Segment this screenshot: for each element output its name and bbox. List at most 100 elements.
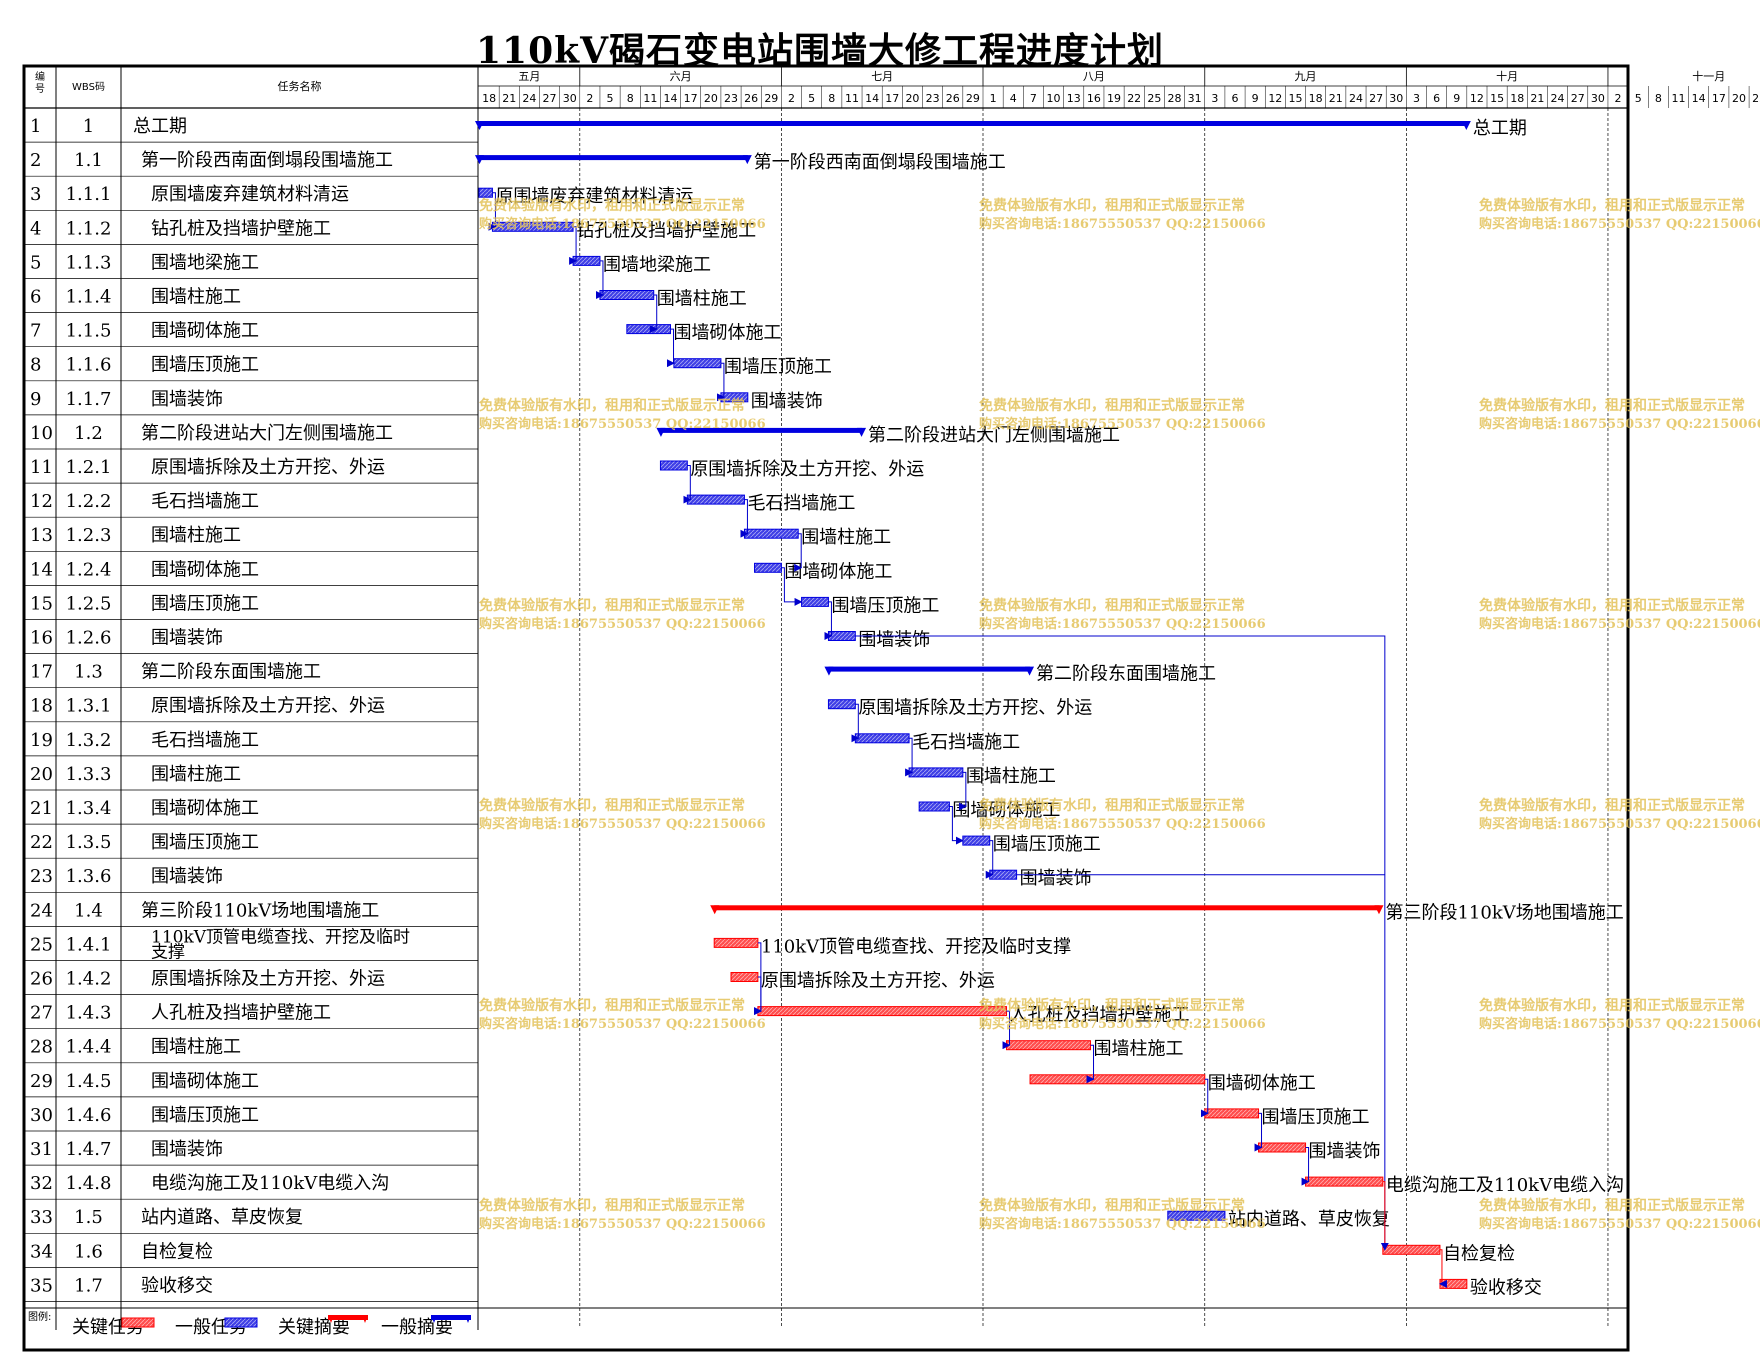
row-id: 33 (30, 1207, 53, 1228)
bar-label: 围墙地梁施工 (603, 254, 711, 275)
day-label: 20 (1732, 92, 1746, 105)
bar-label: 第二阶段东面围墙施工 (1036, 664, 1216, 685)
day-label: 8 (1655, 92, 1662, 105)
row-wbs: 1.4.5 (66, 1071, 112, 1092)
dependency-link (988, 840, 997, 876)
task-bar (757, 1006, 1008, 1017)
row-task-name: 围墙压顶施工 (151, 832, 259, 853)
bar-label: 原围墙废弃建筑材料清运 (495, 186, 693, 207)
legend-swatch-tip (328, 1315, 368, 1323)
day-label: 20 (905, 92, 919, 105)
day-label: 13 (1067, 92, 1081, 105)
row-wbs: 1.3.1 (66, 696, 112, 717)
row-task-name: 围墙砌体施工 (151, 321, 259, 342)
task-bar (673, 358, 722, 369)
day-label: 30 (1389, 92, 1403, 105)
row-wbs: 1.3.5 (66, 832, 112, 853)
day-label: 31 (1188, 92, 1202, 105)
day-label: 18 (1510, 92, 1524, 105)
bar-label: 围墙装饰 (751, 391, 823, 412)
row-task-name: 第二阶段进站大门左侧围墙施工 (141, 423, 393, 444)
row-wbs: 1.4.2 (66, 969, 112, 990)
row-id: 21 (30, 798, 53, 819)
month-label-0: 五月 (518, 70, 540, 83)
dependency-link (686, 465, 695, 501)
day-label: 17 (684, 92, 698, 105)
row-id: 22 (30, 832, 53, 853)
task-bar (713, 937, 759, 948)
row-task-name-cont: 支撑 (151, 942, 185, 962)
watermark-line1: 免费体验版有水印，租用和正式版显示正常 (1479, 997, 1745, 1014)
watermark-line1: 免费体验版有水印，租用和正式版显示正常 (479, 997, 745, 1014)
watermark-line2: 购买咨询电话:18675550537 QQ:22150066 (1479, 416, 1760, 432)
day-label: 24 (522, 92, 536, 105)
row-id: 13 (30, 525, 53, 546)
row-wbs: 1.2.1 (66, 457, 112, 478)
row-id: 20 (30, 764, 53, 785)
watermark-line1: 免费体验版有水印，租用和正式版显示正常 (1479, 397, 1745, 414)
day-label: 25 (1147, 92, 1161, 105)
dependency-link (598, 260, 607, 296)
day-label: 14 (1692, 92, 1706, 105)
bar-label: 围墙柱施工 (801, 527, 891, 548)
day-label: 8 (828, 92, 835, 105)
task-bar (827, 699, 856, 710)
task-bar (1258, 1142, 1307, 1153)
bar-label: 第一阶段西南面倒塌段围墙施工 (754, 152, 1006, 173)
day-label: 8 (627, 92, 634, 105)
header-id-2: 号 (35, 83, 45, 95)
row-wbs: 1.1.4 (66, 287, 112, 308)
dependency-link (572, 226, 581, 262)
row-task-name: 毛石挡墙施工 (151, 730, 259, 751)
task-bar (626, 324, 672, 335)
day-label: 2 (788, 92, 795, 105)
row-wbs: 1.4.4 (66, 1037, 112, 1058)
bar-label: 围墙装饰 (858, 630, 930, 651)
watermark-line1: 免费体验版有水印，租用和正式版显示正常 (1479, 797, 1745, 814)
row-id: 32 (30, 1173, 53, 1194)
task-bar (1006, 1040, 1092, 1051)
day-label: 29 (764, 92, 778, 105)
watermark-line2: 购买咨询电话:18675550537 QQ:22150066 (479, 616, 766, 632)
watermark-line1: 免费体验版有水印，租用和正式版显示正常 (479, 397, 745, 414)
day-label: 12 (1268, 92, 1282, 105)
watermark-line2: 购买咨询电话:18675550537 QQ:22150066 (479, 816, 766, 832)
dependency-link (1304, 1147, 1313, 1183)
dependency-link (961, 771, 970, 808)
row-id: 5 (30, 252, 41, 273)
task-bar (1204, 1108, 1260, 1119)
task-bar (659, 460, 688, 471)
row-wbs: 1.7 (74, 1275, 103, 1296)
row-task-name: 钻孔桩及挡墙护壁施工 (151, 218, 331, 239)
dependency-link (855, 635, 1386, 1250)
task-bar (599, 290, 655, 300)
task-bar (827, 631, 856, 641)
row-task-name: 围墙砌体施工 (151, 798, 259, 819)
bar-label: 围墙压顶施工 (724, 357, 832, 378)
day-label: 5 (1635, 92, 1642, 105)
row-task-name: 第三阶段110kV场地围墙施工 (141, 900, 379, 921)
legend-swatch (328, 1315, 368, 1320)
row-task-name: 围墙柱施工 (151, 287, 241, 308)
watermark-line1: 免费体验版有水印，租用和正式版显示正常 (479, 797, 745, 814)
dependency-link (652, 294, 661, 331)
row-task-name: 围墙柱施工 (151, 525, 241, 546)
dependency-link (949, 806, 964, 845)
row-id: 35 (30, 1275, 53, 1296)
bar-label: 围墙砌体施工 (784, 561, 892, 582)
row-id: 28 (30, 1037, 53, 1058)
row-wbs: 1.2.5 (66, 593, 112, 614)
bar-label: 围墙柱施工 (966, 766, 1056, 787)
row-task-name: 围墙砌体施工 (151, 1071, 259, 1092)
summary-bar (479, 155, 748, 161)
watermark-line1: 免费体验版有水印，租用和正式版显示正常 (479, 197, 745, 214)
day-label: 21 (1530, 92, 1544, 105)
row-wbs: 1.2.4 (66, 559, 112, 580)
task-bar (478, 187, 493, 198)
summary-bar (479, 121, 1467, 126)
watermark-line2: 购买咨询电话:18675550537 QQ:22150066 (979, 816, 1266, 832)
row-id: 3 (30, 184, 41, 205)
day-label: 11 (845, 92, 859, 105)
row-id: 16 (30, 628, 53, 649)
